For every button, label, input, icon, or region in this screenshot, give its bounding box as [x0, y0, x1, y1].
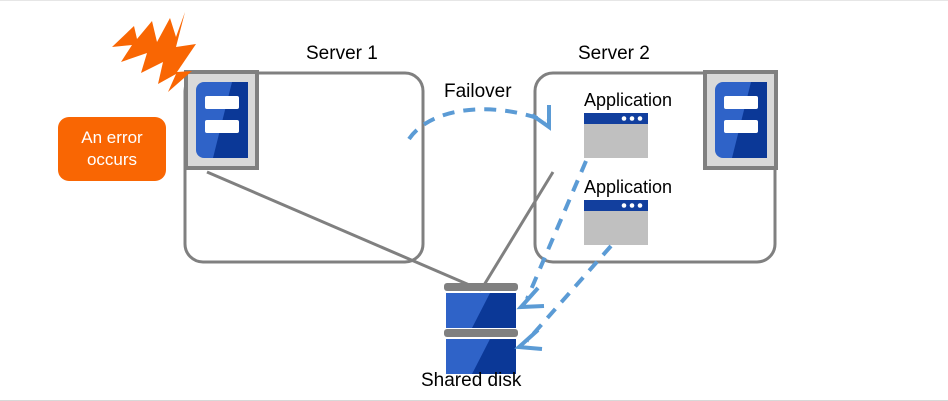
server2-icon	[703, 70, 778, 170]
error-badge: An error occurs	[58, 117, 166, 181]
error-badge-line1: An error	[81, 128, 143, 147]
connector-server1-to-disk	[206, 170, 482, 292]
server2-title: Server 2	[578, 43, 650, 64]
shared-disk-label: Shared disk	[421, 370, 522, 391]
application-label-2: Application	[584, 177, 673, 197]
failover-label: Failover	[444, 81, 512, 102]
shared-disk-icon	[444, 283, 518, 374]
application-icon-2	[584, 200, 648, 245]
server1-icon	[184, 70, 259, 170]
app1-to-disk-arrow[interactable]	[516, 160, 588, 310]
top-divider	[0, 0, 948, 1]
error-badge-line2: occurs	[86, 150, 138, 169]
app2-to-disk-arrow[interactable]	[514, 244, 613, 351]
server1-title: Server 1	[306, 43, 378, 64]
error-burst-icon	[112, 12, 196, 92]
application-icon-1	[584, 113, 648, 158]
application-label-1: Application	[584, 90, 673, 110]
connector-server2-to-disk	[479, 171, 555, 291]
failover-arrow[interactable]	[407, 105, 551, 141]
